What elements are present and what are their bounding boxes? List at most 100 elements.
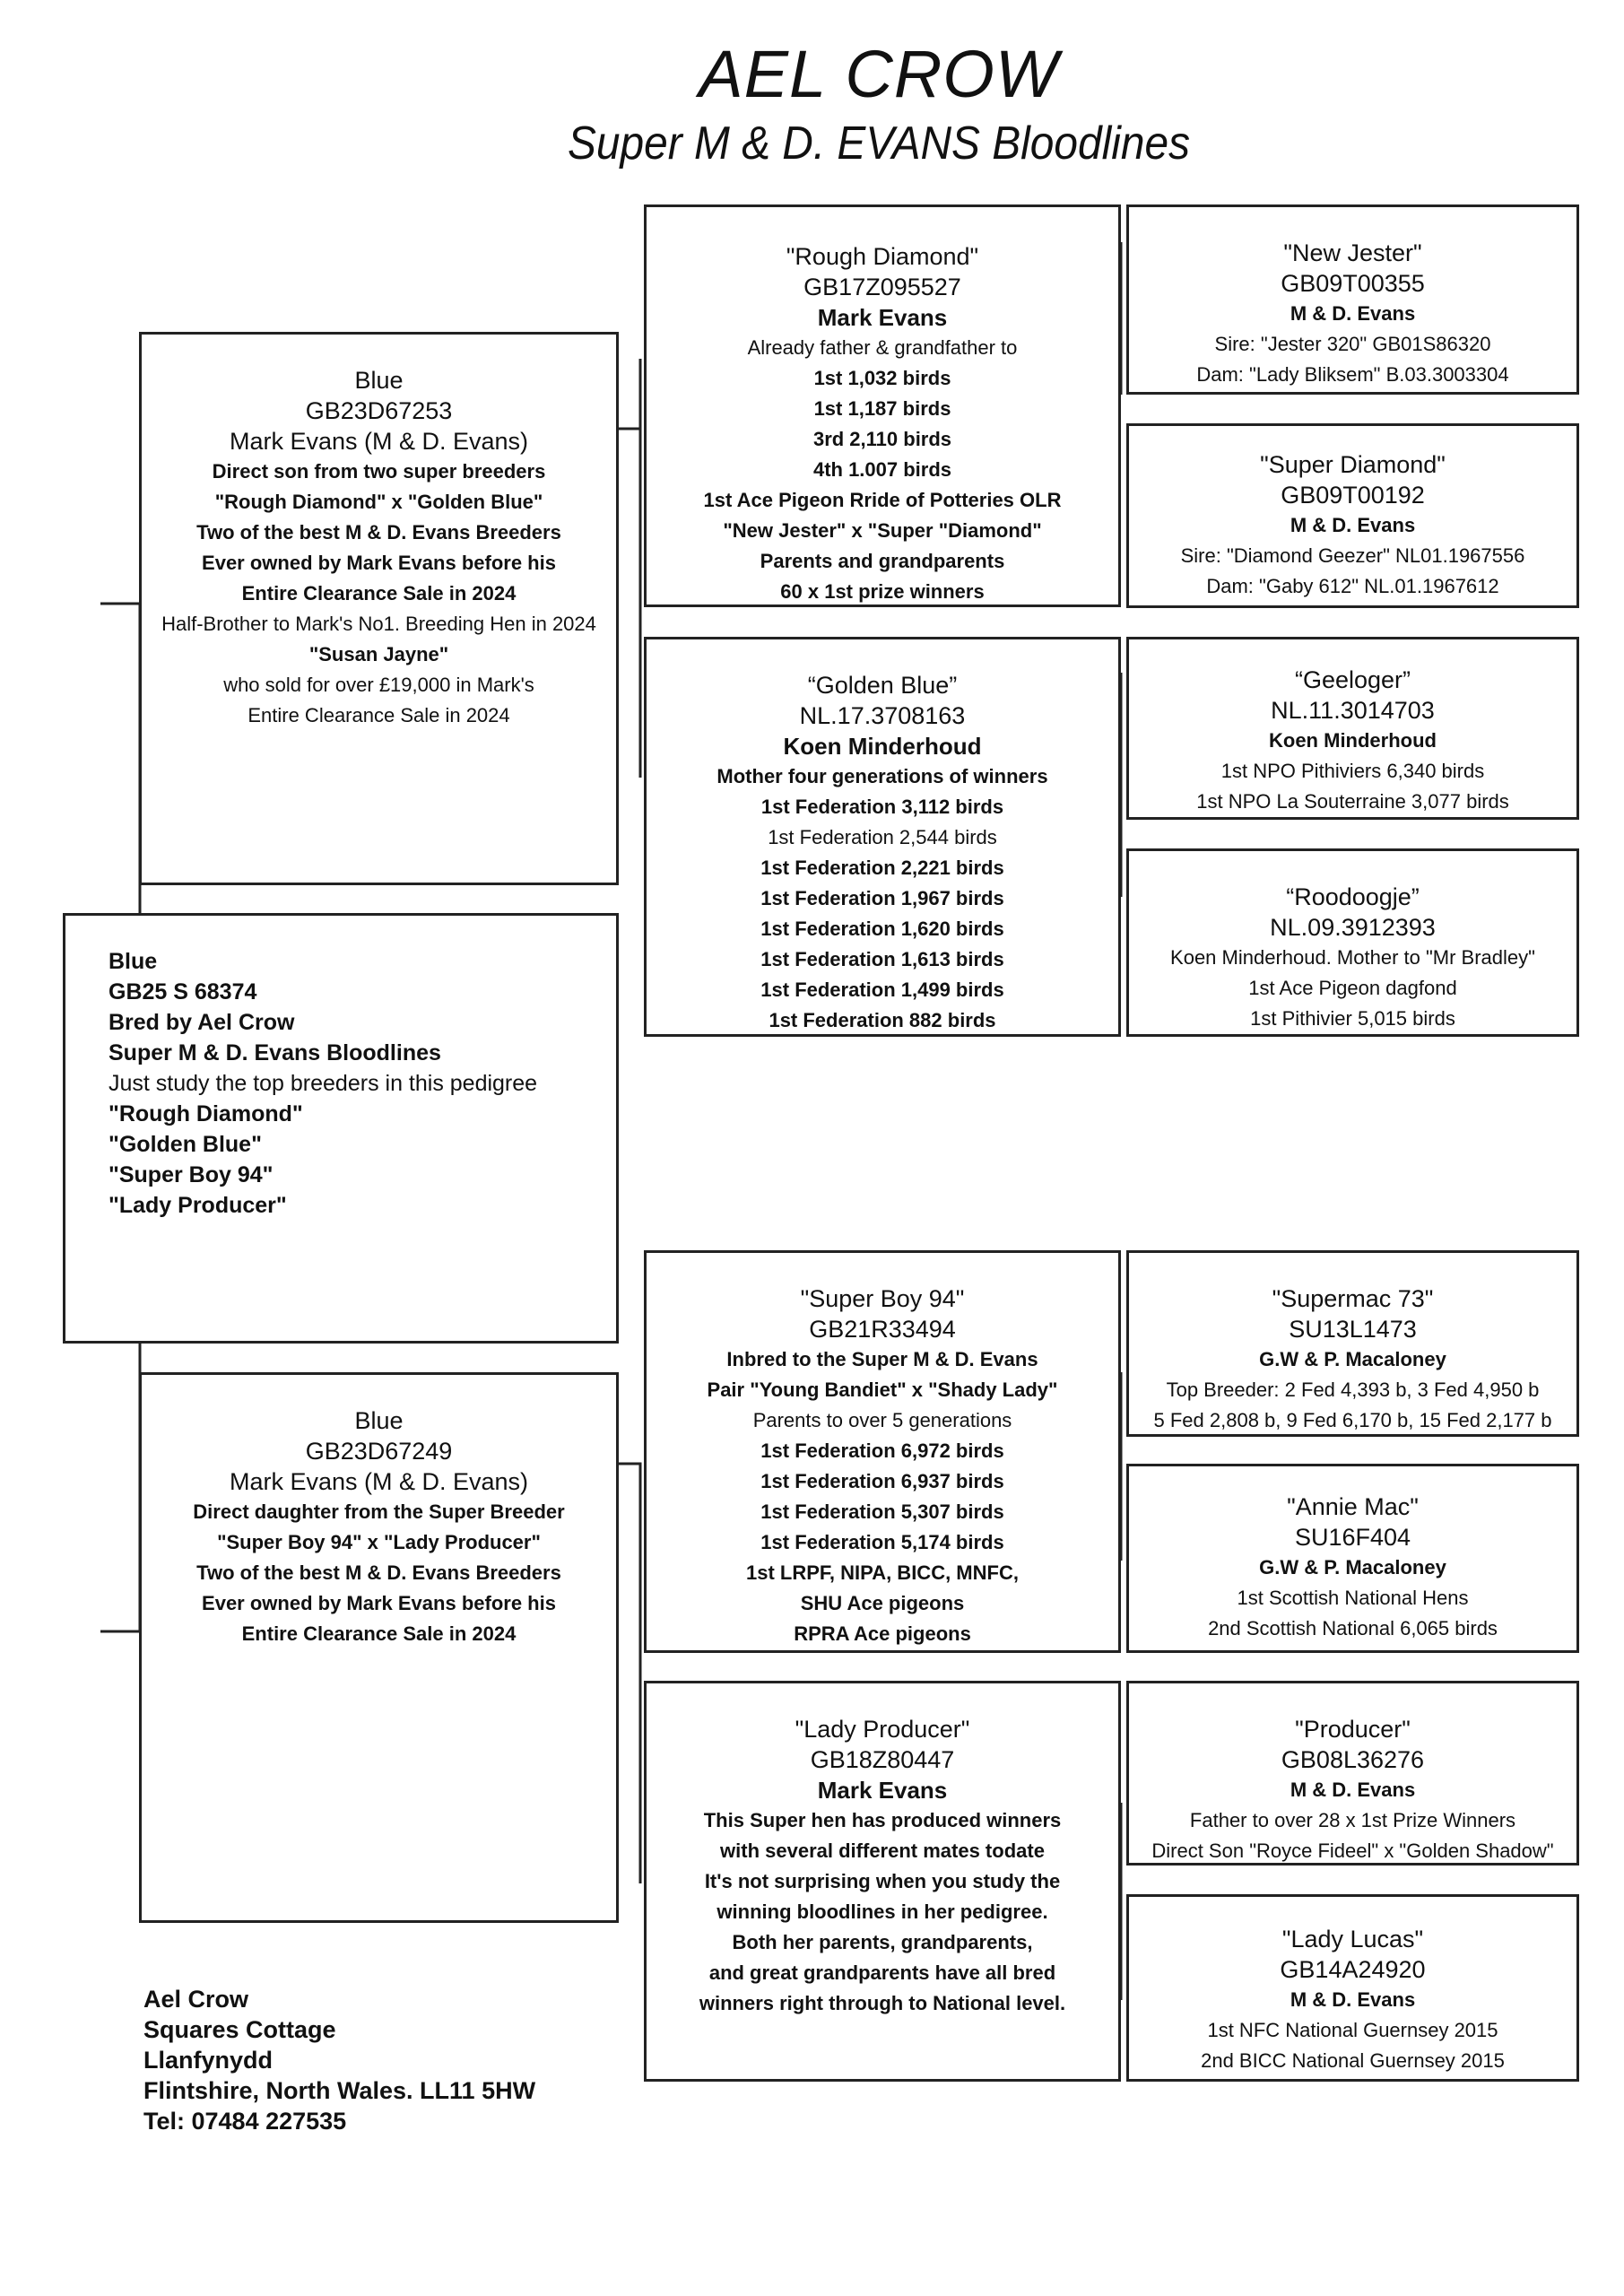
dss-line: "Supermac 73": [1272, 1285, 1434, 1312]
sd-line: “Golden Blue”: [807, 672, 958, 699]
dsd-line: SU16F404: [1294, 1524, 1411, 1551]
dam-line: Direct daughter from the Super Breeder: [193, 1500, 565, 1523]
dd-line: winning bloodlines in her pedigree.: [716, 1900, 1048, 1923]
ddd-line: 1st NFC National Guernsey 2015: [1207, 2019, 1498, 2041]
ss-line: 60 x 1st prize winners: [780, 580, 985, 603]
sd-line: 1st Federation 3,112 birds: [760, 796, 1004, 818]
ss-line: 1st Ace Pigeon Rride of Potteries OLR: [703, 489, 1062, 511]
sd-line: Mother four generations of winners: [716, 765, 1048, 787]
sire-line: GB23D67253: [305, 397, 453, 424]
address-line: Ael Crow: [143, 1986, 249, 2013]
ds-line: "Super Boy 94": [800, 1285, 965, 1312]
subject-line: Just study the top breeders in this pedi…: [109, 1071, 538, 1096]
sire-line: who sold for over £19,000 in Mark's: [223, 674, 534, 696]
sire-line: Half-Brother to Mark's No1. Breeding Hen…: [161, 613, 596, 635]
ds-line: RPRA Ace pigeons: [794, 1622, 971, 1645]
dsd-line: G.W & P. Macaloney: [1259, 1556, 1446, 1578]
page-title: AEL CROW: [699, 37, 1059, 111]
sss-line: Dam: "Lady Bliksem" B.03.3003304: [1196, 363, 1509, 386]
ds-line: 1st LRPF, NIPA, BICC, MNFC,: [746, 1561, 1019, 1584]
sd-line: 1st Federation 1,967 birds: [760, 887, 1004, 909]
ss-line: Parents and grandparents: [760, 550, 1005, 572]
ss-line: 4th 1.007 birds: [812, 458, 952, 481]
sds-line: NL.11.3014703: [1271, 697, 1435, 724]
sire-line: Direct son from two super breeders: [212, 460, 546, 483]
ddd-line: M & D. Evans: [1290, 1988, 1416, 2011]
ssd-line: GB09T00192: [1281, 482, 1425, 509]
sss-line: "New Jester": [1283, 239, 1422, 266]
sdd-line: 1st Ace Pigeon dagfond: [1248, 977, 1457, 999]
ss-line: "New Jester" x "Super "Diamond": [723, 519, 1042, 542]
dam-line: GB23D67249: [305, 1438, 453, 1465]
sss-line: M & D. Evans: [1290, 302, 1416, 325]
dd-line: This Super hen has produced winners: [703, 1809, 1062, 1831]
ss-line: GB17Z095527: [803, 274, 961, 300]
dd-line: It's not surprising when you study the: [704, 1870, 1061, 1892]
dam-line: Two of the best M & D. Evans Breeders: [196, 1561, 561, 1584]
subject-line: Bred by Ael Crow: [109, 1010, 295, 1035]
dd-line: winners right through to National level.: [699, 1992, 1066, 2014]
dam-line: Mark Evans (M & D. Evans): [229, 1468, 529, 1495]
address-line: Flintshire, North Wales. LL11 5HW: [143, 2077, 536, 2104]
ds-line: Inbred to the Super M & D. Evans: [726, 1348, 1038, 1370]
dss-line: SU13L1473: [1289, 1316, 1417, 1343]
subject-line: Blue: [109, 949, 158, 974]
sire-line: "Susan Jayne": [308, 643, 449, 665]
subject-line: "Super Boy 94": [109, 1162, 274, 1187]
dam-line: "Super Boy 94" x "Lady Producer": [217, 1531, 541, 1553]
ddd-line: 2nd BICC National Guernsey 2015: [1201, 2049, 1505, 2072]
dd-line: Mark Evans: [817, 1777, 948, 1804]
ss-line: 3rd 2,110 birds: [812, 428, 952, 450]
sd-line: 1st Federation 2,221 birds: [760, 857, 1004, 879]
dss-line: 5 Fed 2,808 b, 9 Fed 6,170 b, 15 Fed 2,1…: [1153, 1409, 1552, 1431]
page-subtitle: Super M & D. EVANS Bloodlines: [567, 117, 1190, 170]
sdd-line: NL.09.3912393: [1270, 914, 1436, 941]
dd-line: "Lady Producer": [795, 1716, 970, 1743]
subject-line: "Golden Blue": [109, 1132, 262, 1157]
sd-line: 1st Federation 2,544 birds: [768, 826, 997, 848]
dd-line: and great grandparents have all bred: [708, 1961, 1056, 1984]
dam-line: Entire Clearance Sale in 2024: [241, 1622, 517, 1645]
sds-line: Koen Minderhoud: [1269, 729, 1437, 752]
dd-line: Both her parents, grandparents,: [732, 1931, 1033, 1953]
ddd-line: GB14A24920: [1280, 1956, 1426, 1983]
subject-line: Super M & D. Evans Bloodlines: [109, 1040, 441, 1065]
ssd-line: M & D. Evans: [1290, 514, 1416, 536]
dd-line: GB18Z80447: [810, 1746, 955, 1773]
sd-line: 1st Federation 1,499 birds: [760, 978, 1004, 1001]
ssd-line: Sire: "Diamond Geezer" NL01.1967556: [1180, 544, 1525, 567]
dsd-line: "Annie Mac": [1287, 1493, 1419, 1520]
sd-line: 1st Federation 1,620 birds: [760, 918, 1004, 940]
sire-line: Entire Clearance Sale in 2024: [241, 582, 517, 604]
dss-line: Top Breeder: 2 Fed 4,393 b, 3 Fed 4,950 …: [1166, 1378, 1540, 1401]
sd-line: Koen Minderhoud: [783, 733, 982, 760]
ss-line: "Rough Diamond": [786, 243, 979, 270]
ssd-line: Dam: "Gaby 612" NL.01.1967612: [1206, 575, 1499, 597]
dds-line: GB08L36276: [1281, 1746, 1425, 1773]
ds-line: Parents to over 5 generations: [752, 1409, 1012, 1431]
sdd-line: Koen Minderhoud. Mother to "Mr Bradley": [1170, 946, 1535, 969]
ds-line: GB21R33494: [809, 1316, 956, 1343]
address-line: Squares Cottage: [143, 2016, 336, 2043]
ss-line: 1st 1,032 birds: [813, 367, 951, 389]
sire-line: Entire Clearance Sale in 2024: [248, 704, 510, 726]
